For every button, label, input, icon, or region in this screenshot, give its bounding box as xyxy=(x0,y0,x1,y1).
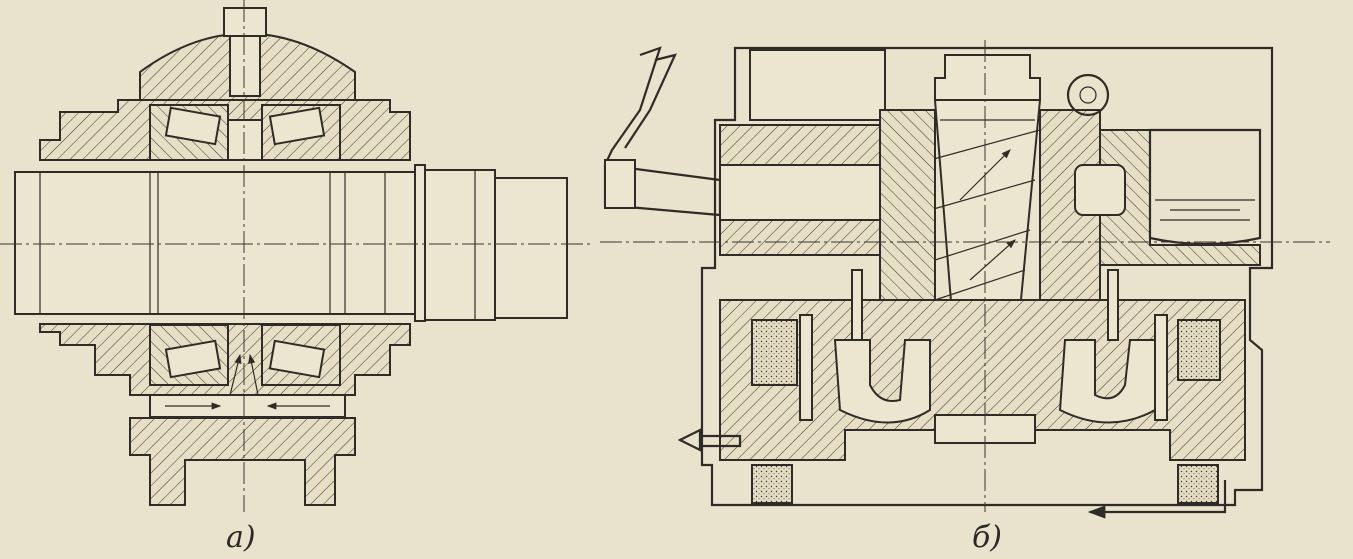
wing-nut xyxy=(677,428,742,452)
left-plunger xyxy=(719,164,896,221)
bolt-left-2 xyxy=(799,314,813,421)
left-chamber xyxy=(749,49,886,121)
upper-left-roller xyxy=(164,106,222,146)
oil-plug xyxy=(229,35,261,97)
return-flow-line xyxy=(1087,480,1227,519)
outer-casing xyxy=(700,46,1274,507)
lower-left-roller xyxy=(164,339,222,379)
panel-b-caption: б) xyxy=(972,520,1003,555)
bolt-right-2 xyxy=(1154,314,1168,421)
panel-b-drawing xyxy=(600,40,1330,519)
oil-fitting xyxy=(223,7,267,37)
left-sleeve xyxy=(879,109,936,301)
handle-grip xyxy=(604,46,662,166)
right-foot-block xyxy=(1177,464,1219,504)
shaft-step-1 xyxy=(414,164,426,322)
lower-right-roller xyxy=(268,339,326,379)
left-foot-block xyxy=(751,464,793,504)
spindle-top xyxy=(934,54,1041,101)
panel-a-caption: а) xyxy=(226,520,256,555)
base-block xyxy=(129,417,356,506)
right-window xyxy=(1074,164,1126,216)
handle-knob xyxy=(604,159,636,209)
shaft-step-3 xyxy=(494,177,568,319)
pulley xyxy=(1066,73,1110,117)
main-shaft xyxy=(14,171,416,315)
oil-tank xyxy=(1148,128,1262,246)
bolt-left-1 xyxy=(851,269,863,341)
upper-right-roller xyxy=(268,106,326,146)
panel-a-drawing xyxy=(0,0,590,512)
upper-spacer xyxy=(227,119,263,161)
shaft-step-2 xyxy=(424,169,496,321)
right-gear-block xyxy=(1177,319,1221,381)
bolt-right-1 xyxy=(1107,269,1119,341)
left-u-channel xyxy=(833,339,931,424)
left-gear-block xyxy=(751,319,798,386)
